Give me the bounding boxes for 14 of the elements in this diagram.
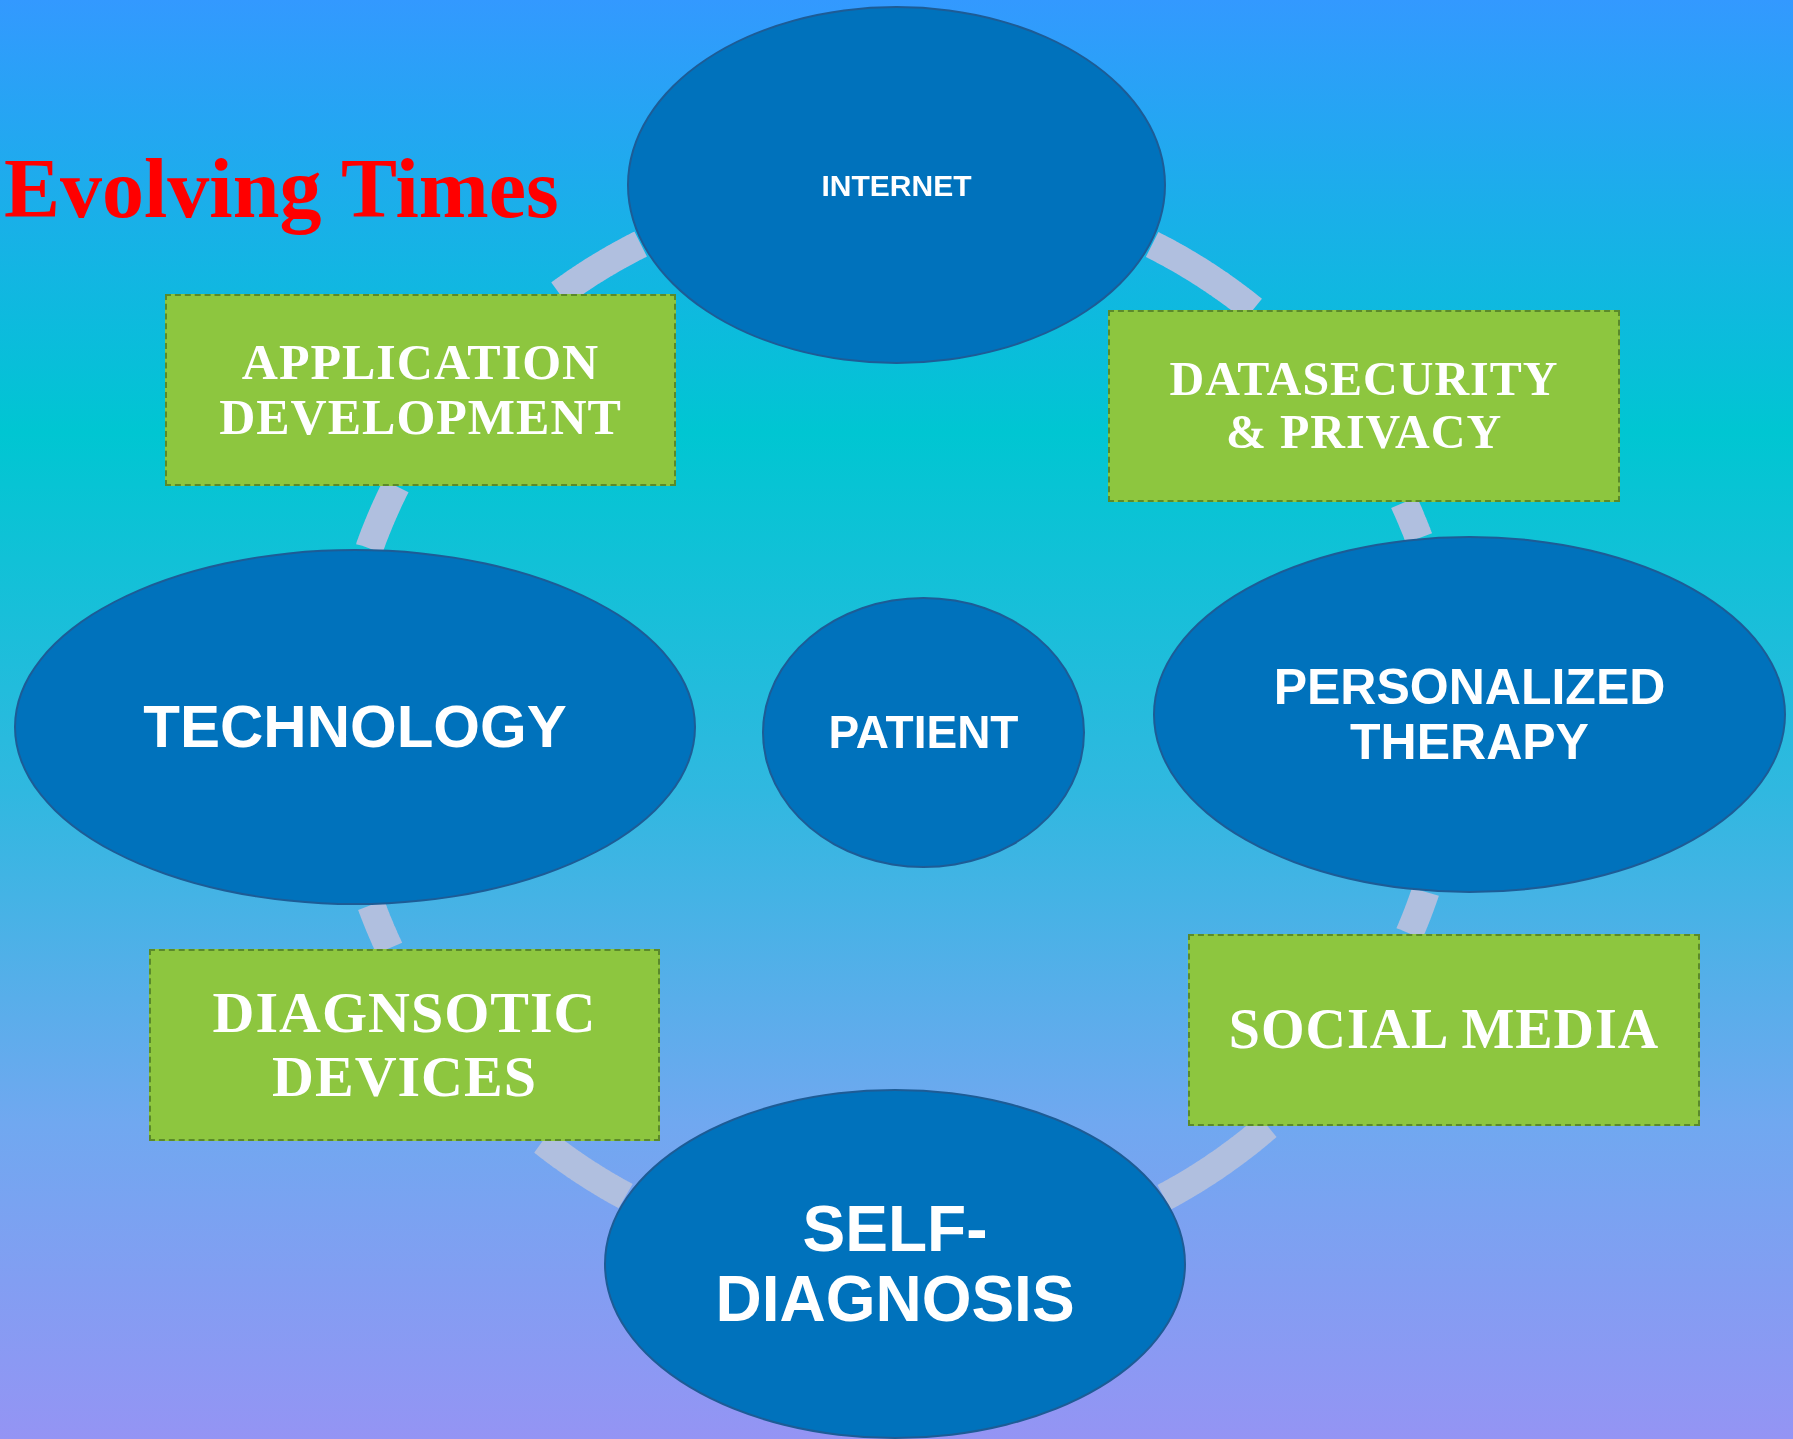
node-label: DIAGNSOTIC DEVICES [211, 981, 598, 1109]
node-label: TECHNOLOGY [143, 694, 567, 760]
node-label: APPLICATION DEVELOPMENT [218, 335, 623, 445]
node-label: INTERNET [821, 168, 972, 202]
node-label: PERSONALIZED THERAPY [1272, 659, 1667, 770]
label-box [1188, 934, 1700, 1126]
diagram-title: Evolving Times [4, 141, 559, 237]
label-box [149, 949, 660, 1141]
node-label: PATIENT [828, 707, 1019, 758]
node-label: SOCIAL MEDIA [1228, 999, 1660, 1061]
label-box [1108, 310, 1620, 502]
node-label: DATASECURITY & PRIVACY [1168, 353, 1560, 459]
node-label: SELF- DIAGNOSIS [714, 1193, 1076, 1335]
label-box [165, 294, 676, 486]
